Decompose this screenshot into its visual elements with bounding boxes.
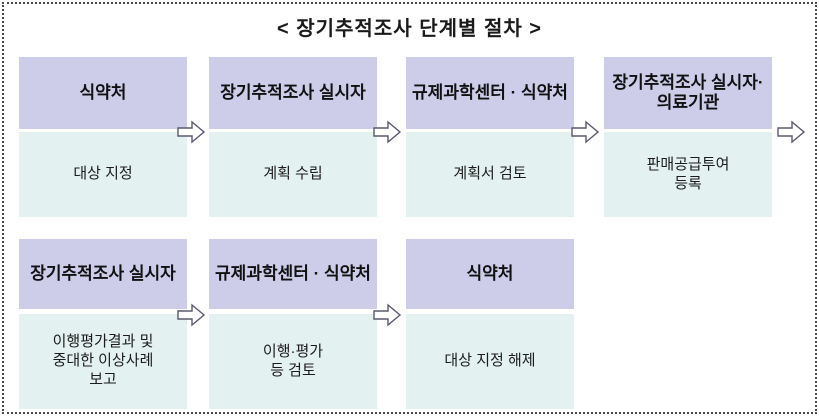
flow-step-7-action: 대상 지정 해제: [406, 314, 574, 409]
right-arrow-icon: [372, 302, 402, 328]
flow-step-2-action-line-1: 계획 수립: [263, 165, 323, 183]
flow-step-5-action: 이행평가결과 및 중대한 이상사례 보고: [19, 314, 187, 409]
flow-step-6-action: 이행·평가 등 검토: [209, 314, 377, 409]
flow-step-1: 식약처 대상 지정: [19, 57, 187, 217]
flow-step-5-actor-line-2: 실시자: [128, 263, 176, 283]
page-title: < 장기추적조사 단계별 절차 >: [277, 18, 542, 40]
flow-step-3-action-line-1: 계획서 검토: [453, 165, 527, 183]
flow-step-2: 장기추적조사 실시자 계획 수립: [209, 57, 377, 217]
flow-step-6-action-line-1: 이행·평가: [262, 342, 324, 360]
right-arrow-icon: [176, 302, 206, 328]
flow-step-1-actor-line-1: 식약처: [79, 82, 127, 102]
flow-step-4-actor: 장기추적조사 실시자·의료기관: [604, 57, 772, 129]
flow-step-3-actor: 규제과학센터 · 식약처: [406, 57, 574, 129]
flow-step-7-actor: 식약처: [406, 239, 574, 309]
right-arrow-icon: [372, 119, 402, 145]
right-arrow-icon: [776, 119, 806, 145]
flow-step-3-action: 계획서 검토: [406, 132, 574, 217]
right-arrow-icon: [570, 119, 600, 145]
flow-step-2-actor-line-2: 실시자: [318, 82, 366, 102]
right-arrow-icon: [176, 119, 206, 145]
flow-step-2-action: 계획 수립: [209, 132, 377, 217]
flow-step-6-actor: 규제과학센터 · 식약처: [209, 239, 377, 309]
flow-step-3-actor-line-2: · 식약처: [510, 82, 568, 102]
flow-step-3-actor-line-1: 규제과학센터: [412, 82, 506, 102]
flow-step-2-actor: 장기추적조사 실시자: [209, 57, 377, 129]
flow-step-6-actor-line-2: · 식약처: [313, 263, 371, 283]
flow-step-5-action-line-3: 보고: [89, 370, 117, 388]
flow-step-6-actor-line-1: 규제과학센터: [215, 263, 309, 283]
flow-step-4-actor-line-1: 장기추적조사: [612, 72, 707, 92]
flow-step-2-actor-line-1: 장기추적조사: [220, 82, 315, 102]
flow-step-4-action-line-2: 등록: [674, 174, 702, 192]
flow-step-3: 규제과학센터 · 식약처 계획서 검토: [406, 57, 574, 217]
flow-step-4: 장기추적조사 실시자·의료기관 판매공급투여 등록: [604, 57, 772, 217]
flow-step-5-actor-line-1: 장기추적조사: [30, 263, 125, 283]
flow-step-7: 식약처 대상 지정 해제: [406, 239, 574, 409]
flow-step-1-action-line-1: 대상 지정: [73, 165, 133, 183]
flow-step-4-action-line-1: 판매공급투여: [646, 155, 730, 173]
flow-step-4-action: 판매공급투여 등록: [604, 132, 772, 217]
flow-step-5: 장기추적조사 실시자 이행평가결과 및 중대한 이상사례 보고: [19, 239, 187, 409]
flow-step-6-action-line-2: 등 검토: [270, 361, 316, 379]
flow-step-6: 규제과학센터 · 식약처 이행·평가 등 검토: [209, 239, 377, 409]
flow-step-1-actor: 식약처: [19, 57, 187, 129]
flow-step-4-actor-line-2: 실시자·의료기관: [656, 72, 764, 112]
flow-step-7-action-line-1: 대상 지정 해제: [444, 352, 536, 370]
flow-step-7-actor-line-1: 식약처: [466, 263, 514, 283]
flow-step-1-action: 대상 지정: [19, 132, 187, 217]
flow-step-5-action-line-1: 이행평가결과 및: [52, 333, 154, 351]
flow-step-5-action-line-2: 중대한 이상사례: [52, 352, 154, 370]
flow-step-5-actor: 장기추적조사 실시자: [19, 239, 187, 309]
